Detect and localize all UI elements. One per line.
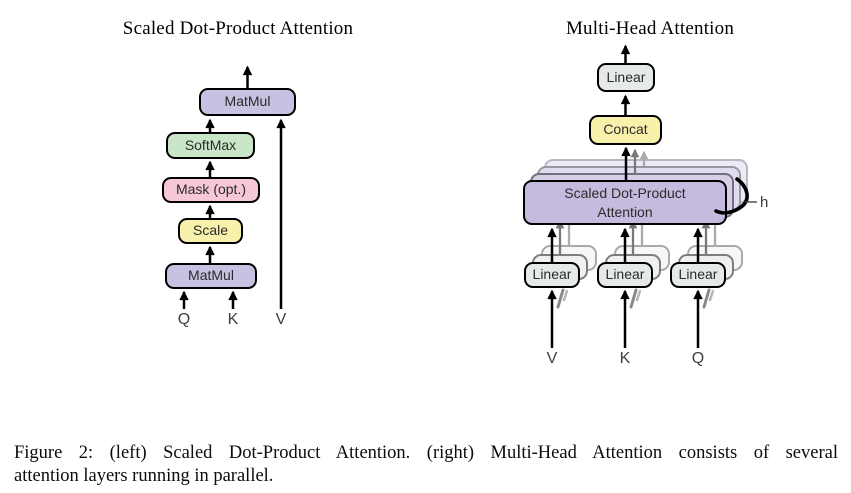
matmul-top-box: MatMul: [199, 88, 296, 116]
concat-box: Concat: [589, 115, 662, 145]
q-input-label-mha: Q: [691, 350, 705, 367]
linear-output-box: Linear: [597, 63, 655, 92]
q-input-label: Q: [177, 311, 191, 328]
figure-caption-line2: attention layers running in parallel.: [14, 466, 274, 486]
v-input-label: V: [275, 311, 287, 328]
linear-k-box: Linear: [597, 262, 653, 288]
v-input-label-mha: V: [546, 350, 558, 367]
mask-box: Mask (opt.): [162, 177, 260, 203]
softmax-box: SoftMax: [166, 132, 255, 159]
sdpa-block-box: Scaled Dot-Product Attention: [523, 180, 727, 225]
sdpa-title: Scaled Dot-Product Attention: [122, 18, 354, 39]
k-input-label-mha: K: [619, 350, 631, 367]
matmul-bottom-box: MatMul: [165, 263, 257, 289]
mha-title: Multi-Head Attention: [565, 18, 735, 39]
mha-wires: [547, 44, 720, 348]
linear-q-box: Linear: [670, 262, 726, 288]
linear-v-box: Linear: [524, 262, 580, 288]
head-count-label: h: [760, 194, 769, 211]
k-input-label: K: [227, 311, 239, 328]
scale-box: Scale: [178, 218, 243, 244]
figure-caption-line1: Figure 2: (left) Scaled Dot-Product Atte…: [14, 443, 838, 463]
sdpa-wires: [179, 65, 286, 309]
sdpa-block-line1: Scaled Dot-Product: [564, 185, 686, 202]
